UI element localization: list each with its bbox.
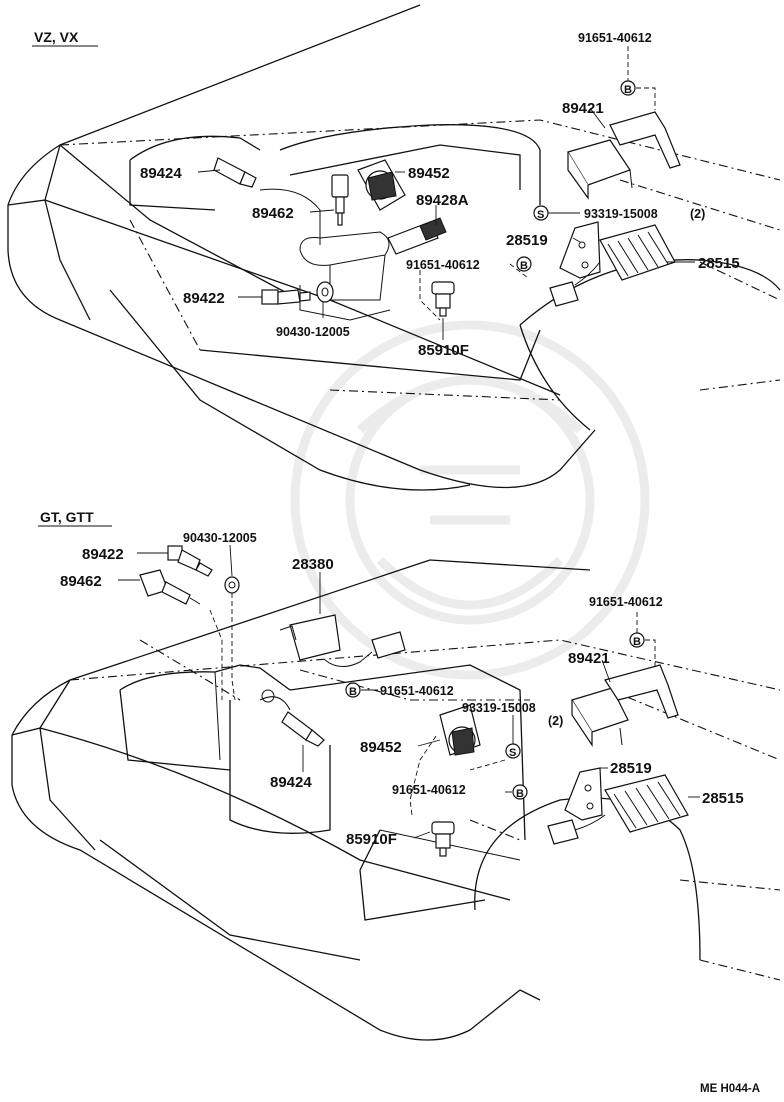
- symbol-letter: B: [633, 636, 641, 648]
- sensor-89452-icon: [357, 159, 406, 211]
- label-89462: 89462: [252, 205, 294, 222]
- label-90430-12005: 90430-12005: [276, 325, 350, 339]
- sensor-89422-icon: [261, 289, 311, 305]
- sensor-89452-icon: [439, 704, 481, 756]
- label-89428a: 89428A: [416, 192, 469, 209]
- sender-89462-icon: [331, 174, 349, 226]
- label-93319-15008: 93319-15008: [462, 701, 536, 715]
- symbol-letter: B: [349, 686, 357, 698]
- label-91651-40612-b: 91651-40612: [380, 684, 454, 698]
- screw-symbol-icon: S: [533, 205, 549, 221]
- label-91651-40612-a: 91651-40612: [589, 595, 663, 609]
- label-89422: 89422: [183, 290, 225, 307]
- label-91651-40612-c: 91651-40612: [392, 783, 466, 797]
- switch-85910f-icon: [431, 821, 455, 857]
- label-91651-40612: 91651-40612: [578, 31, 652, 45]
- bottom-car-outline: [11, 559, 781, 1041]
- label-85910f: 85910F: [346, 831, 397, 848]
- label-93319-qty: (2): [690, 207, 705, 221]
- label-90430-12005: 90430-12005: [183, 531, 257, 545]
- relay-28380-icon: [279, 614, 406, 667]
- bolt-symbol-icon: B B: [516, 80, 636, 272]
- bolt-symbol-icon: B B B: [345, 632, 645, 800]
- sensor-89424-icon: [281, 711, 325, 747]
- screw-symbol-icon: S: [505, 743, 521, 759]
- bracket-28519-icon: [564, 767, 603, 821]
- label-89462: 89462: [60, 573, 102, 590]
- bottom-labels: GT, GTT 90430-12005 89422 89462 28380 91…: [38, 509, 744, 848]
- label-85910f: 85910F: [418, 342, 469, 359]
- sender-89462-icon: [139, 569, 201, 605]
- sensor-89421-icon: [571, 664, 679, 747]
- gasket-90430-icon: [316, 281, 334, 303]
- switch-85910f-icon: [431, 281, 455, 317]
- watermark-logo: [290, 320, 650, 680]
- symbol-letter: B: [520, 260, 528, 272]
- label-28519: 28519: [610, 760, 652, 777]
- label-89421: 89421: [562, 100, 604, 117]
- label-91651-40612-b: 91651-40612: [406, 258, 480, 272]
- label-89452: 89452: [360, 739, 402, 756]
- label-89424: 89424: [270, 774, 312, 791]
- bottom-leader-lines: [118, 544, 700, 839]
- symbol-letter: B: [516, 788, 524, 800]
- sensor-89422-icon: [167, 545, 213, 577]
- label-89424: 89424: [140, 165, 182, 182]
- bottom-engine-outline: [119, 664, 526, 871]
- label-28515: 28515: [698, 255, 740, 272]
- top-leader-lines: [197, 46, 695, 340]
- sensor-89421-icon: [567, 111, 681, 200]
- symbol-letter: S: [509, 747, 516, 759]
- label-93319-qty: (2): [548, 714, 563, 728]
- relay-28515-icon: [547, 774, 689, 845]
- label-28519: 28519: [506, 232, 548, 249]
- gasket-90430-icon: [224, 576, 240, 594]
- label-28515: 28515: [702, 790, 744, 807]
- section-title-vz-vx: VZ, VX: [34, 29, 79, 45]
- bottom-parts: B B B S: [139, 545, 689, 857]
- label-89421: 89421: [568, 650, 610, 667]
- figure-code: ME H044-A: [700, 1083, 760, 1095]
- symbol-letter: B: [624, 84, 632, 96]
- label-89422: 89422: [82, 546, 124, 563]
- section-title-gt-gtt: GT, GTT: [40, 509, 94, 525]
- label-89452: 89452: [408, 165, 450, 182]
- label-28380: 28380: [292, 556, 334, 573]
- sensor-89428a-icon: [387, 217, 447, 255]
- label-93319-15008: 93319-15008: [584, 207, 658, 221]
- sensor-89424-icon: [213, 157, 257, 188]
- top-labels: VZ, VX 91651-40612 89421 89424 89452 894…: [32, 29, 740, 359]
- symbol-letter: S: [537, 209, 544, 221]
- top-parts: B B S: [213, 80, 681, 317]
- bracket-28519-icon: [559, 221, 601, 279]
